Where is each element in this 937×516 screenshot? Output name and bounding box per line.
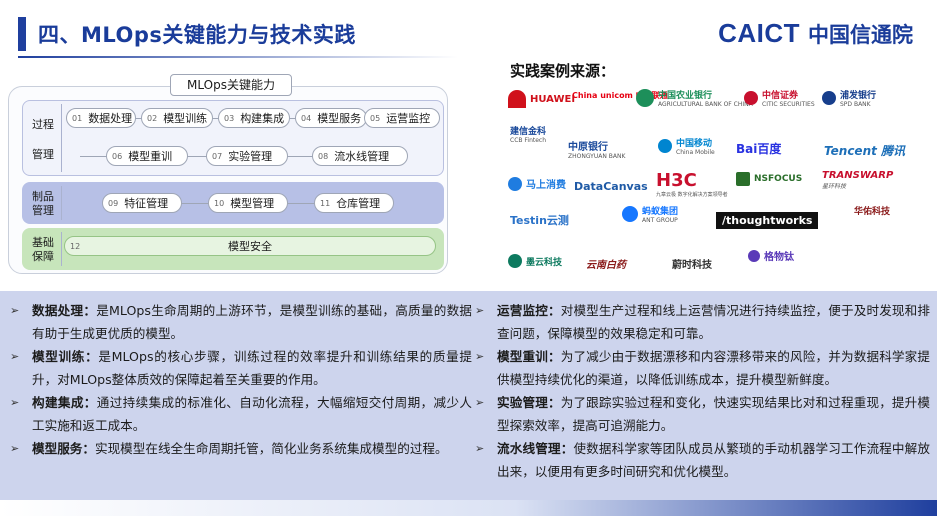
logo-nsfocus: NSFOCUS	[736, 172, 802, 186]
description-item: ➢模型服务：实现模型在线全生命周期托管，简化业务系统集成模型的过程。	[10, 437, 472, 460]
description-column-right: ➢运营监控：对模型生产过程和线上运营情况进行持续监控，便于及时发现和排查问题，保…	[475, 299, 930, 483]
logo-huayou-tech: 华佑科技	[854, 207, 891, 217]
logo-tencent: Tencent 腾讯	[824, 144, 906, 158]
logo-baidu: Bai百度	[736, 142, 782, 156]
description-item: ➢模型训练：是MLOps的核心步骤，训练过程的效率提升和训练结果的质量提升，对M…	[10, 345, 472, 391]
description-item: ➢模型重训：为了减少由于数据漂移和内容漂移带来的风险，并为数据科学家提供模型持续…	[475, 345, 930, 391]
title-underline	[18, 56, 458, 58]
logo-weishi-tech: 蔚时科技	[672, 260, 712, 271]
bullet-arrow-icon: ➢	[10, 350, 20, 363]
bullet-arrow-icon: ➢	[475, 442, 485, 455]
logo-yunnan-baiyao: 云南白药	[586, 260, 626, 271]
logo-china-unicom: China unicom 中国联通	[572, 91, 668, 100]
bullet-arrow-icon: ➢	[475, 396, 485, 409]
band-label-product: 制品管理	[32, 190, 54, 217]
page-title: 四、MLOps关键能力与技术实践	[38, 23, 356, 47]
description-item: ➢构建集成：通过持续集成的标准化、自动化流程，大幅缩短交付周期，减少人工实施和返…	[10, 391, 472, 437]
band-separator	[61, 104, 62, 172]
description-panel: ➢数据处理：是MLOps生命周期的上游环节，是模型训练的基础，高质量的数据有助于…	[0, 291, 937, 500]
huawei-flower-icon	[508, 90, 526, 108]
logo-thoughtworks: /thoughtworks	[716, 212, 819, 229]
band-label-process-a: 过程	[32, 118, 54, 131]
citic-icon	[744, 91, 758, 105]
bullet-arrow-icon: ➢	[10, 396, 20, 409]
abc-bank-icon	[636, 89, 654, 107]
logo-datacanvas: DataCanvas	[574, 180, 648, 193]
description-item: ➢数据处理：是MLOps生命周期的上游环节，是模型训练的基础，高质量的数据有助于…	[10, 299, 472, 345]
logo-testin: Testin云测	[510, 214, 569, 227]
band-separator	[61, 186, 62, 220]
bottom-decor-strip	[0, 500, 937, 516]
caict-logo: CAICT 中国信通院	[718, 18, 913, 49]
logo-gewutai: 格物钛	[748, 248, 794, 263]
logo-huawei: HUAWEI	[508, 90, 575, 108]
logo-en-text: CAICT	[718, 18, 800, 48]
cases-title: 实践案例来源：	[510, 62, 616, 80]
description-item: ➢实验管理：为了跟踪实验过程和变化，快速实现结果比对和过程重现，提升模型探索效率…	[475, 391, 930, 437]
logo-cn-text: 中国信通院	[808, 22, 913, 47]
band-separator	[61, 232, 62, 266]
band-label-process-b: 管理	[32, 148, 54, 161]
bullet-arrow-icon: ➢	[475, 350, 485, 363]
description-column-left: ➢数据处理：是MLOps生命周期的上游环节，是模型训练的基础，高质量的数据有助于…	[10, 299, 472, 460]
logo-moyun-tech: 墨云科技	[508, 254, 562, 268]
nsfocus-icon	[736, 172, 750, 186]
title-bar: 四、MLOps关键能力与技术实践	[0, 14, 430, 54]
diagram-title: MLOps关键能力	[170, 74, 292, 96]
description-item: ➢流水线管理：使数据科学家等团队成员从繁琐的手动机器学习工作流程中解放出来，以便…	[475, 437, 930, 483]
moyun-icon	[508, 254, 522, 268]
gewutai-icon	[748, 249, 760, 262]
ant-icon	[622, 206, 638, 222]
spd-bank-icon	[822, 91, 836, 105]
description-item: ➢运营监控：对模型生产过程和线上运营情况进行持续监控，便于及时发现和排查问题，保…	[475, 299, 930, 345]
band-label-base: 基础保障	[32, 236, 54, 263]
bullet-arrow-icon: ➢	[10, 442, 20, 455]
bullet-arrow-icon: ➢	[475, 304, 485, 317]
title-accent-bar	[18, 17, 26, 51]
mashang-icon	[508, 176, 522, 191]
logo-mashang-consumer: 马上消费	[508, 176, 566, 191]
china-mobile-icon	[658, 139, 672, 153]
bullet-arrow-icon: ➢	[10, 304, 20, 317]
